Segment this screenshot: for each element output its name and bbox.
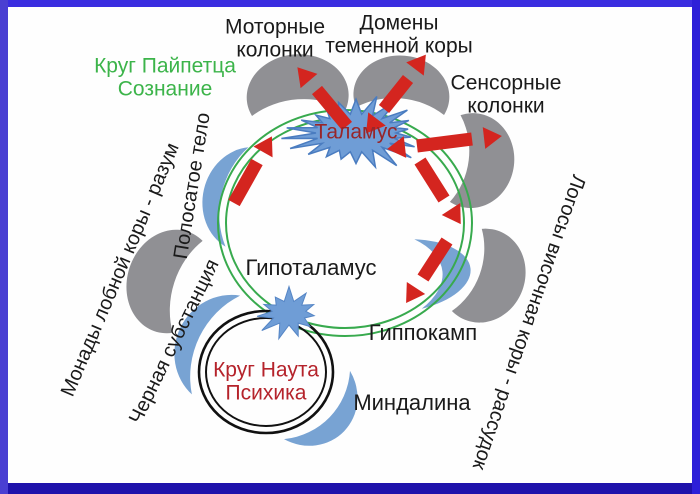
arrow-thalamus-to-motor [297,67,352,131]
frame-border-top [0,0,700,7]
arrow-striatum-to-thalamus [228,136,273,207]
arrow-thalamus-parietal-bidirectional [366,54,426,134]
frame-border-left [0,0,8,494]
frame-border-bottom [0,483,700,494]
nauta-ring [197,309,335,435]
arrow-to-hippocampus [406,237,453,304]
hypothalamus-starburst [256,284,316,341]
arrow-thalamus-sensory-bidirectional [387,127,502,158]
thalamus-starburst [281,96,415,170]
arrow-thalamus-down-right [414,157,461,225]
frame-border-right [692,0,700,494]
